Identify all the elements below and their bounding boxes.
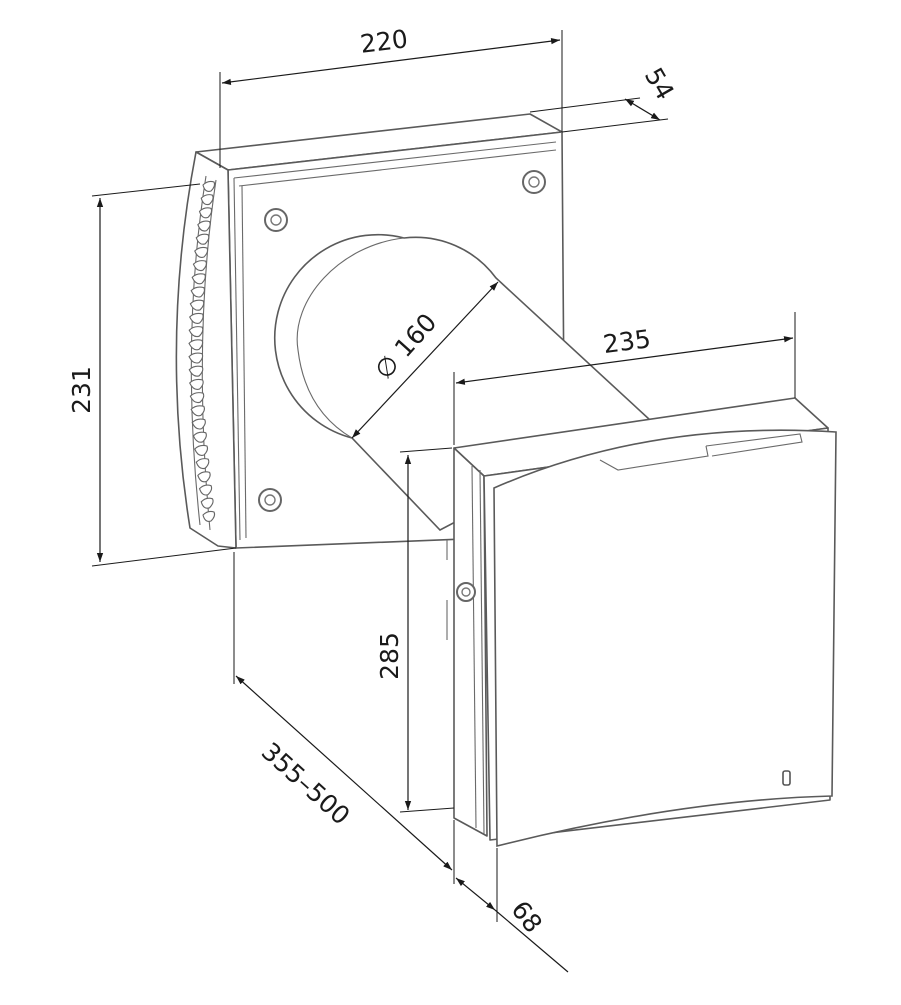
grille-louvre bbox=[194, 246, 209, 258]
grille-louvre bbox=[200, 194, 214, 206]
grille-louvre bbox=[188, 365, 204, 377]
grille-louvres bbox=[188, 180, 216, 522]
dim-label-68: 68 bbox=[505, 895, 547, 938]
dim-label-285: 285 bbox=[375, 632, 404, 680]
indicator-led bbox=[782, 770, 791, 786]
grille-louvre bbox=[191, 273, 206, 285]
dimension-depth-front-panel: 68 bbox=[455, 848, 569, 973]
dim-label-54: 54 bbox=[639, 63, 680, 105]
grille-louvre bbox=[195, 458, 210, 470]
grille-louvre bbox=[198, 484, 213, 496]
grille-louvre bbox=[202, 180, 216, 192]
inner-front-unit bbox=[446, 397, 837, 848]
grille-louvre bbox=[198, 207, 213, 219]
dimension-width-wall-plate: 220 bbox=[219, 24, 563, 168]
grille-louvre bbox=[197, 220, 211, 232]
grille-louvre bbox=[194, 444, 209, 456]
screw-icon bbox=[456, 582, 476, 602]
dim-label-231: 231 bbox=[67, 366, 96, 414]
grille-louvre bbox=[189, 392, 205, 404]
screw-icon bbox=[258, 488, 282, 512]
grille-louvre bbox=[189, 378, 204, 390]
grille-louvre bbox=[190, 405, 205, 417]
grille-louvre bbox=[202, 510, 216, 522]
screw-icon bbox=[264, 208, 288, 232]
grille-louvre bbox=[191, 418, 206, 430]
dim-label-355-500: 355–500 bbox=[256, 737, 356, 831]
grille-louvre bbox=[192, 431, 207, 443]
grille-louvre bbox=[189, 312, 204, 324]
dimension-width-front-panel: 235 bbox=[453, 312, 796, 445]
grille-louvre bbox=[192, 260, 207, 272]
grille-louvre bbox=[188, 352, 204, 364]
grille-louvre bbox=[188, 326, 204, 338]
grille-louvre bbox=[189, 299, 205, 311]
dimension-duct-length: 355–500 bbox=[233, 552, 455, 884]
grille-louvre bbox=[188, 339, 204, 351]
dimension-height-wall-plate: 231 bbox=[67, 183, 237, 567]
grille-louvre bbox=[197, 471, 211, 483]
dim-label-235: 235 bbox=[601, 324, 652, 359]
grille-louvre bbox=[195, 233, 210, 245]
dimension-depth-wall-plate: 54 bbox=[529, 63, 680, 133]
dim-label-220: 220 bbox=[359, 24, 410, 59]
grille-louvre bbox=[200, 497, 214, 509]
screw-icon bbox=[522, 170, 546, 194]
grille-louvre bbox=[190, 286, 205, 298]
